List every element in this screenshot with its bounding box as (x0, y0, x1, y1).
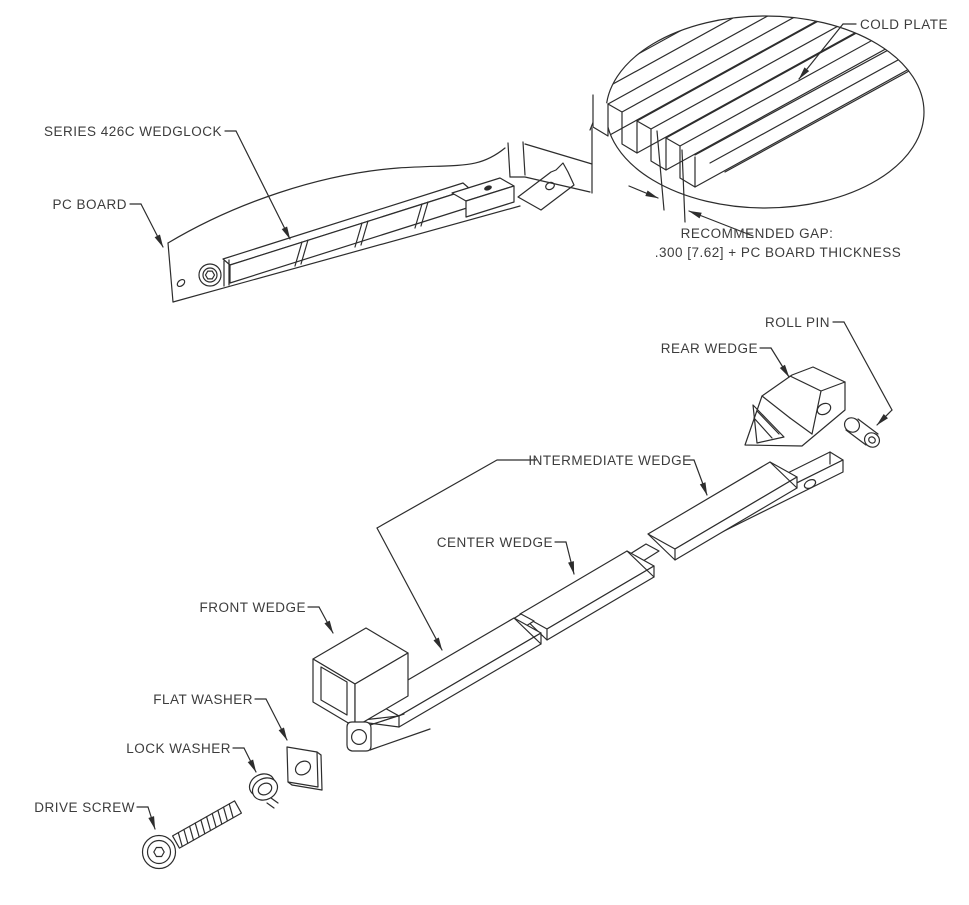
wedglock-bar-drawing (198, 109, 599, 287)
leader-flat-washer (254, 698, 288, 741)
shaft-front-end (346, 713, 431, 752)
labels: COLD PLATE SERIES 426C WEDGLOCK PC BOARD… (34, 17, 948, 815)
label-wedglock: SERIES 426C WEDGLOCK (44, 124, 222, 139)
label-roll-pin: ROLL PIN (765, 315, 830, 330)
screw-head-front (198, 263, 222, 287)
leader-wedglock (224, 130, 291, 240)
leader-front-wedge (307, 606, 334, 634)
label-pc-board: PC BOARD (52, 197, 127, 212)
leader-intermediate-wedge (376, 459, 708, 651)
label-gap-line2: .300 [7.62] + PC BOARD THICKNESS (655, 245, 901, 260)
gap-dimension (628, 130, 754, 237)
label-drive-screw: DRIVE SCREW (34, 800, 135, 815)
pc-board-drawing (167, 147, 521, 303)
lock-washer-part (248, 773, 279, 809)
leader-rear-wedge (759, 347, 790, 378)
label-gap-line1: RECOMMENDED GAP: (681, 226, 834, 241)
label-center-wedge: CENTER WEDGE (437, 535, 553, 550)
leader-roll-pin (832, 321, 893, 426)
flat-washer-part (286, 746, 323, 791)
label-front-wedge: FRONT WEDGE (200, 600, 307, 615)
wedge-joint-lines (294, 201, 429, 267)
leader-pc-board (129, 203, 164, 248)
label-cold-plate: COLD PLATE (860, 17, 948, 32)
fin-cross-section (592, 94, 696, 188)
front-wedge-part (312, 627, 409, 728)
label-lock-washer: LOCK WASHER (126, 741, 231, 756)
rear-wedge-part (744, 366, 846, 447)
intermediate-wedge-rear-part (647, 461, 798, 561)
leader-lines (129, 23, 893, 830)
label-intermediate-wedge: INTERMEDIATE WEDGE (528, 453, 691, 468)
roll-pin-part (843, 417, 881, 448)
leader-center-wedge (554, 541, 575, 575)
screw-threads (177, 803, 234, 848)
leader-lock-washer (232, 747, 257, 773)
label-flat-washer: FLAT WASHER (153, 692, 253, 707)
exploded-view (141, 366, 881, 870)
intermediate-wedge-front-part (352, 617, 542, 728)
leader-cold-plate (798, 23, 857, 80)
retainer-block (451, 177, 515, 218)
center-wedge-part (519, 550, 655, 641)
label-rear-wedge: REAR WEDGE (661, 341, 758, 356)
drive-screw-part (141, 800, 242, 870)
leader-drive-screw (136, 806, 156, 830)
